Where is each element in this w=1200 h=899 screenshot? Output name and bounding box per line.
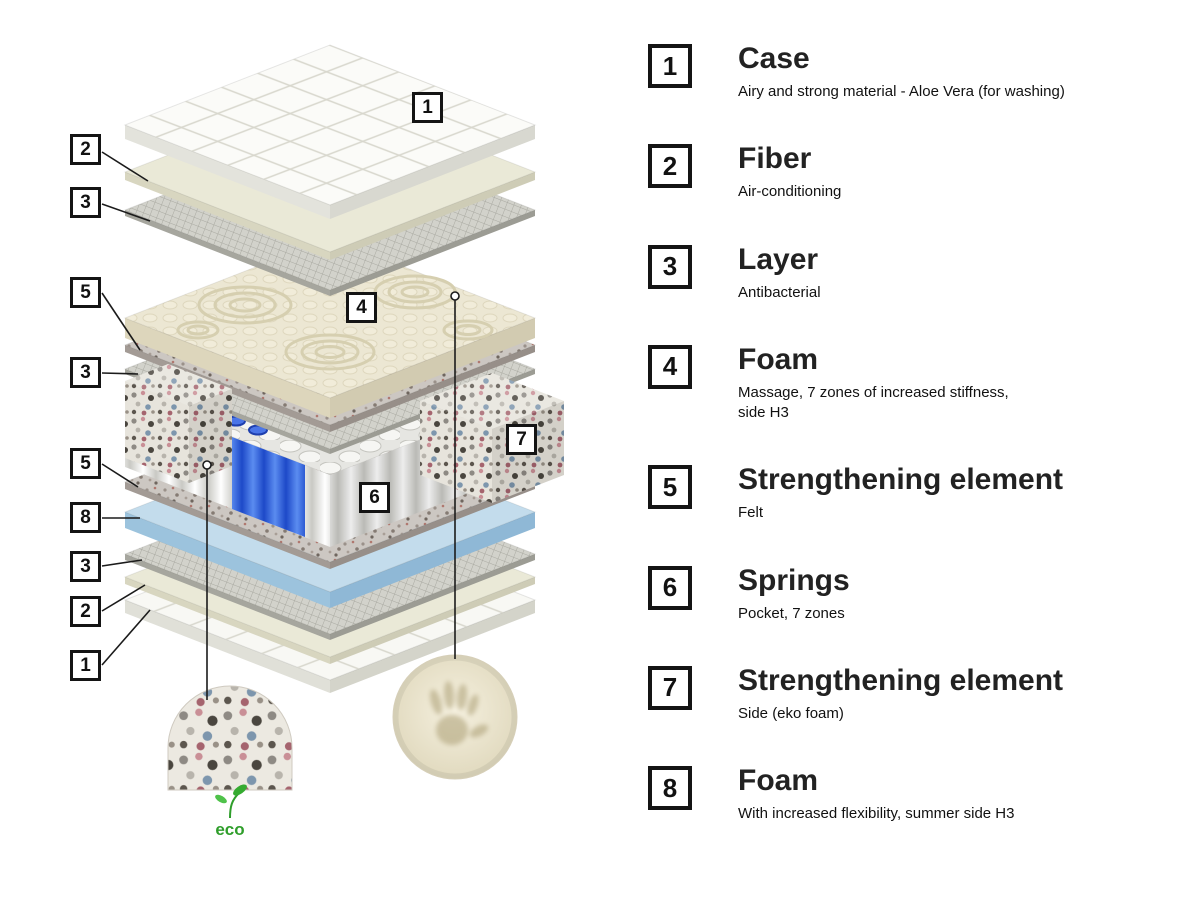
legend-title: Fiber	[738, 142, 812, 176]
marker-fiber-bottom: 2	[70, 596, 101, 627]
marker-massage-foam: 4	[346, 292, 377, 323]
legend-title: Foam	[738, 342, 819, 376]
leaf-icon	[233, 784, 247, 796]
marker-layer-top: 3	[70, 187, 101, 218]
marker-springs: 6	[359, 482, 390, 513]
legend-item-foam-summer: 8 Foam With increased flexibility, summe…	[648, 764, 1168, 824]
legend: 1 Case Airy and strong material - Aloe V…	[648, 42, 1168, 824]
marker-felt-upper: 5	[70, 277, 101, 308]
legend-number-box: 3	[648, 244, 692, 289]
legend-number-box: 8	[648, 766, 692, 810]
legend-number-box: 4	[648, 344, 692, 389]
marker-fiber-top: 2	[70, 134, 101, 165]
inset-hand-foam	[392, 654, 518, 780]
inset-eco-foam	[167, 685, 293, 791]
legend-description: Pocket, 7 zones	[738, 604, 845, 622]
legend-description: Air-conditioning	[738, 183, 842, 201]
callout-dot	[450, 291, 460, 301]
legend-description: With increased flexibility, summer side …	[738, 805, 1015, 822]
callout-dot	[202, 460, 212, 470]
legend-number-box: 1	[648, 44, 692, 88]
legend-item-fiber: 2 Fiber Air-conditioning	[648, 142, 1168, 202]
legend-description: Antibacterial	[738, 283, 821, 301]
legend-item-strengthening-side: 7 Strengthening element Side (eko foam)	[648, 664, 1168, 724]
legend-description: Side (eko foam)	[738, 704, 844, 722]
legend-number-box: 5	[648, 465, 692, 510]
legend-number-box: 7	[648, 665, 692, 710]
legend-description: Massage, 7 zones of increased stiffness,…	[738, 383, 1009, 421]
blue-pocket-springs	[232, 437, 305, 537]
legend-item-case: 1 Case Airy and strong material - Aloe V…	[648, 42, 1168, 102]
marker-layer-middle: 3	[70, 357, 101, 388]
legend-number-box: 6	[648, 565, 692, 610]
legend-item-layer: 3 Layer Antibacterial	[648, 243, 1168, 303]
leaf-icon	[215, 794, 227, 804]
marker-felt-lower: 5	[70, 448, 101, 479]
mattress-exploded-diagram: eco	[101, 44, 564, 839]
legend-title: Strengthening element	[738, 463, 1064, 497]
legend-title: Strengthening element	[738, 663, 1064, 697]
handprint	[430, 681, 489, 745]
eco-logo: eco	[215, 784, 247, 839]
legend-title: Springs	[738, 563, 850, 597]
legend-title: Case	[738, 42, 810, 75]
layer-massage-foam	[123, 237, 537, 418]
layer-case-top	[123, 44, 537, 219]
side-foam-block-left	[125, 364, 232, 483]
legend-description: Airy and strong material - Aloe Vera (fo…	[738, 83, 1065, 100]
marker-case-bottom: 1	[70, 650, 101, 681]
legend-number-box: 2	[648, 144, 692, 189]
eco-label: eco	[215, 820, 244, 839]
legend-title: Layer	[738, 242, 819, 276]
marker-layer-bottom: 3	[70, 551, 101, 582]
legend-item-springs: 6 Springs Pocket, 7 zones	[648, 564, 1168, 624]
legend-description: Felt	[738, 504, 764, 522]
legend-title: Foam	[738, 764, 819, 797]
legend-item-foam: 4 Foam Massage, 7 zones of increased sti…	[648, 343, 1168, 424]
marker-case-top: 1	[412, 92, 443, 123]
marker-side-foam: 7	[506, 424, 537, 455]
marker-summer-foam: 8	[70, 502, 101, 533]
legend-item-strengthening-felt: 5 Strengthening element Felt	[648, 463, 1168, 523]
leader-lines	[101, 151, 456, 700]
